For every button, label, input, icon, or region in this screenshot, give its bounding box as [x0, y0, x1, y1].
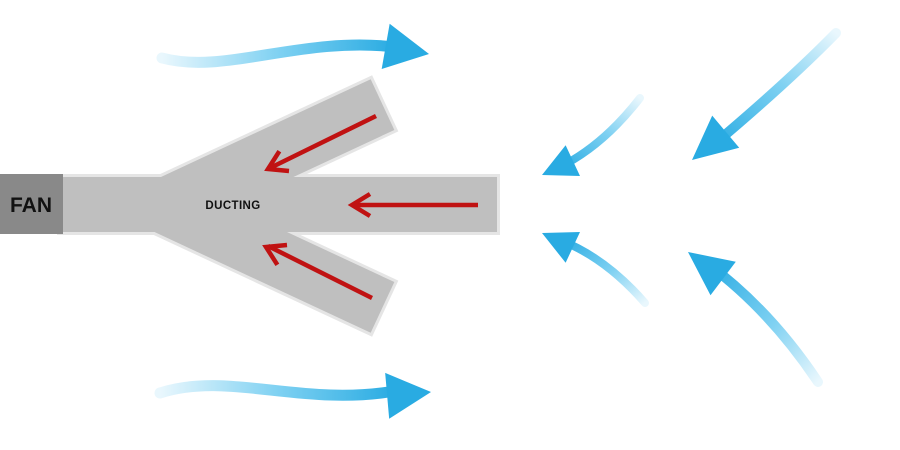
airflow-curve-inner-upper-icon	[542, 94, 644, 177]
arrowhead	[262, 242, 288, 266]
airflow-curve-outer-lower-icon	[688, 252, 823, 387]
airflow-swoosh-bottom-left-icon	[154, 372, 431, 419]
arrow-tail	[703, 259, 823, 387]
arrowhead	[542, 145, 580, 177]
arrow-shaft	[269, 113, 377, 171]
suction-arrow-branch-lower-icon	[262, 242, 374, 301]
arrowhead	[381, 23, 429, 70]
arrowhead	[692, 115, 740, 160]
airflow-swoosh-top-left-icon	[156, 23, 429, 70]
fan-box	[0, 174, 63, 234]
arrow-tail	[156, 39, 401, 68]
suction-arrow-branch-upper-icon	[264, 113, 377, 174]
suction-arrow-main-duct-icon	[347, 192, 478, 218]
fan-unit: FAN	[0, 174, 63, 234]
arrowhead	[542, 231, 580, 263]
arrowhead	[347, 192, 372, 218]
airflow-arrows	[154, 23, 841, 419]
arrow-shaft	[266, 243, 374, 301]
arrowhead	[264, 150, 290, 174]
ducting-label: DUCTING	[205, 200, 260, 212]
airflow-curve-outer-upper-icon	[692, 28, 841, 160]
arrow-tail	[556, 236, 649, 307]
fan-label: FAN	[10, 194, 52, 217]
airflow-curve-inner-lower-icon	[542, 231, 649, 307]
suction-arrows	[262, 113, 478, 301]
arrowhead	[385, 372, 431, 419]
arrowhead	[688, 252, 736, 296]
arrow-tail	[707, 28, 841, 151]
arrow-tail	[154, 380, 401, 401]
